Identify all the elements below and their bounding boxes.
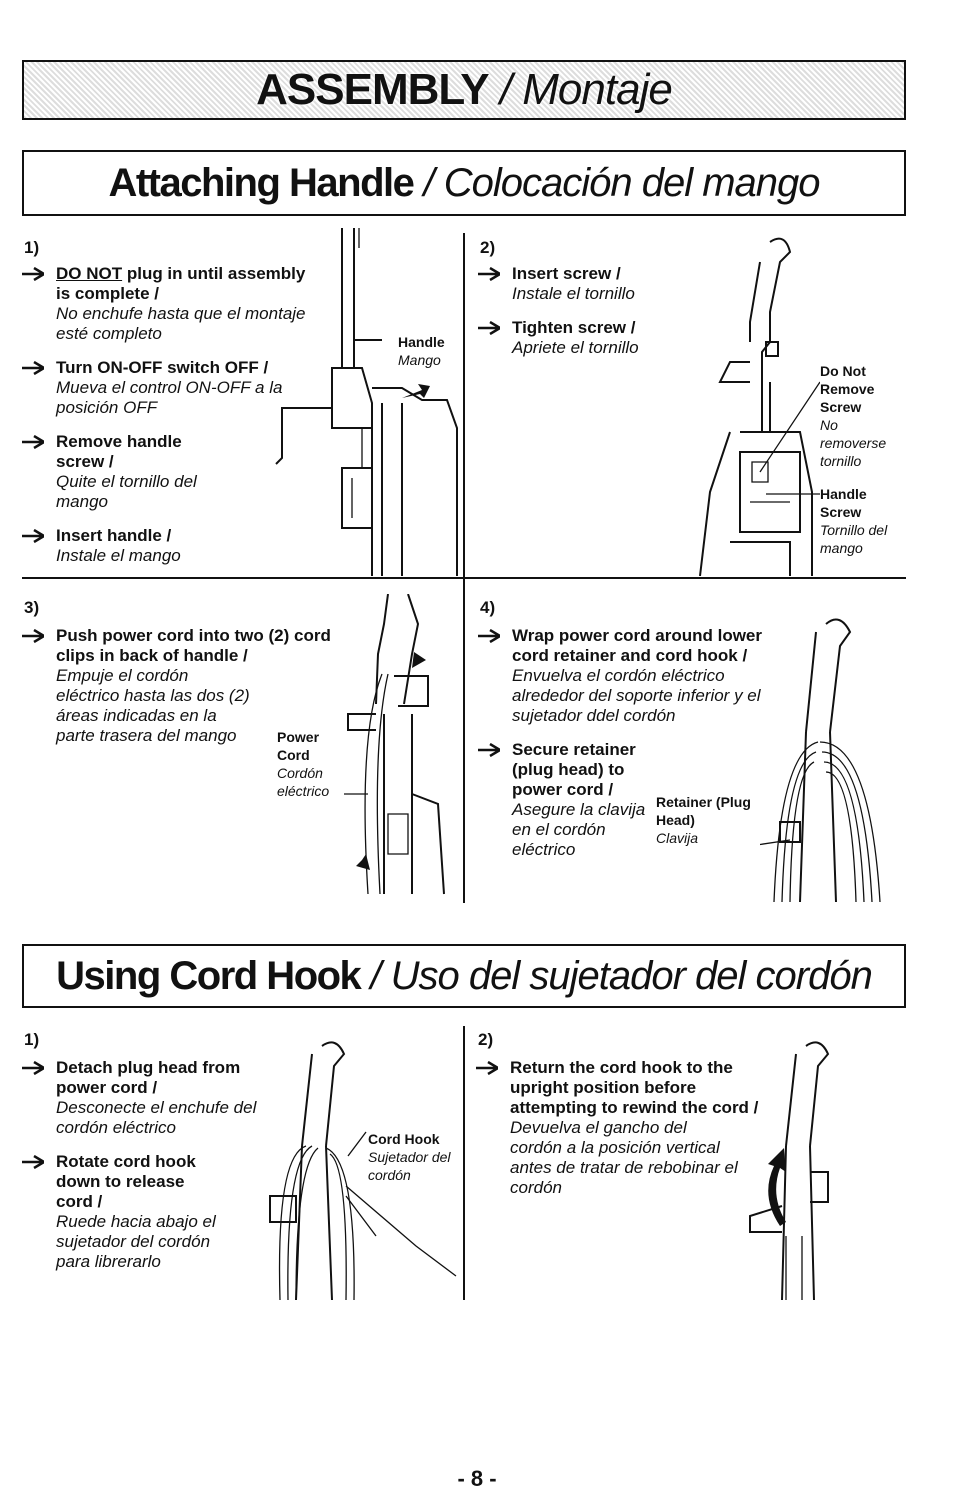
cord-hook-label: Cord Hook Sujetador del cordón [368, 1131, 451, 1183]
s2-step2-number: 2) [478, 1030, 494, 1049]
handle-label: Handle Mango [398, 334, 445, 368]
s2-step1-instructions: Detach plug head from power cord / Desco… [22, 1058, 272, 1286]
section1-vertical-divider [463, 233, 465, 903]
step3-instructions: Push power cord into two (2) cord clips … [22, 626, 347, 760]
arrow-bullet-icon [22, 1155, 44, 1169]
do-not-remove-screw-label: Do Not Remove Screw No removerse tornill… [820, 363, 887, 469]
arrow-bullet-icon [22, 267, 44, 281]
step4-instructions: Wrap power cord around lower cord retain… [478, 626, 778, 874]
step1-bullet-3: Remove handle screw / Quite el tornillo … [22, 432, 322, 512]
step4-number: 4) [480, 598, 496, 617]
using-cord-hook-heading: Using Cord Hook / Uso del sujetador del … [22, 944, 906, 1008]
step2-number: 2) [480, 238, 496, 257]
arrow-bullet-icon [22, 435, 44, 449]
arrow-bullet-icon [22, 629, 44, 643]
cord-wrap-illustration [760, 618, 881, 902]
arrow-bullet-icon [478, 267, 500, 281]
step4-bullet-2: Secure retainer (plug head) to power cor… [478, 740, 778, 860]
step1-bullet-2: Turn ON-OFF switch OFF / Mueva el contro… [22, 358, 322, 418]
step3-bullet-1: Push power cord into two (2) cord clips … [22, 626, 347, 746]
step2-bullet-2: Tighten screw / Apriete el tornillo [478, 318, 698, 358]
handle-insert-illustration [275, 228, 458, 576]
section1-title: Attaching Handle / Colocación del mango [108, 160, 820, 205]
step4-bullet-1: Wrap power cord around lower cord retain… [478, 626, 778, 726]
power-cord-label: Power Cord Cordón eléctrico [277, 729, 330, 799]
cord-hook-release-illustration [269, 1041, 457, 1300]
arrow-bullet-icon [476, 1061, 498, 1075]
section1-horizontal-divider [22, 577, 906, 579]
handle-screw-illustration [699, 237, 820, 576]
s2-step1-number: 1) [24, 1030, 40, 1049]
power-cord-clips-illustration [338, 594, 445, 895]
arrow-bullet-icon [478, 321, 500, 335]
step1-number: 1) [24, 238, 40, 257]
section2-vertical-divider [463, 1026, 465, 1300]
step1-instructions: DO NOT plug in until assembly is complet… [22, 264, 322, 580]
arrow-bullet-icon [478, 629, 500, 643]
step1-bullet-4: Insert handle / Instale el mango [22, 526, 322, 566]
assembly-banner: ASSEMBLY / Montaje [22, 60, 906, 120]
s2-step1-bullet-1: Detach plug head from power cord / Desco… [22, 1058, 272, 1138]
step1-bullet-1: DO NOT plug in until assembly is complet… [22, 264, 322, 344]
s2-step2-bullet-1: Return the cord hook to the upright posi… [476, 1058, 776, 1198]
arrow-bullet-icon [478, 743, 500, 757]
arrow-bullet-icon [22, 1061, 44, 1075]
step2-instructions: Insert screw / Instale el tornillo Tight… [478, 264, 698, 372]
cord-hook-upright-illustration [749, 1041, 830, 1300]
step2-bullet-1: Insert screw / Instale el tornillo [478, 264, 698, 304]
handle-screw-label: Handle Screw Tornillo del mango [820, 486, 888, 556]
step3-number: 3) [24, 598, 40, 617]
arrow-bullet-icon [22, 361, 44, 375]
banner-title: ASSEMBLY / Montaje [256, 65, 673, 114]
arrow-bullet-icon [22, 529, 44, 543]
retainer-plug-head-label: Retainer (Plug Head) Clavija [656, 794, 751, 846]
attaching-handle-heading: Attaching Handle / Colocación del mango [22, 150, 906, 216]
s2-step2-instructions: Return the cord hook to the upright posi… [476, 1058, 776, 1212]
section2-title: Using Cord Hook / Uso del sujetador del … [56, 953, 873, 998]
page-number: - 8 - [457, 1466, 497, 1491]
s2-step1-bullet-2: Rotate cord hook down to release cord / … [22, 1152, 272, 1272]
